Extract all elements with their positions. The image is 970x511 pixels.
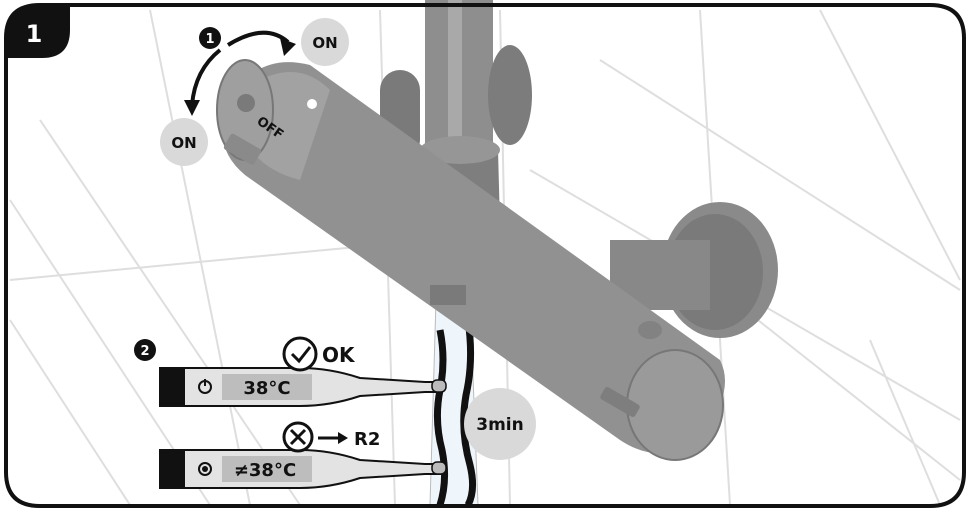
water-stream [429,299,479,507]
step-tab [6,5,70,58]
svg-text:1: 1 [205,32,214,47]
on-label-top: ON [312,34,337,52]
on-badge-left [160,118,208,166]
arrow-right-icon [318,432,348,444]
check-icon [282,336,318,372]
on-label-left: ON [171,134,196,152]
thermometer-ok [159,367,447,407]
duration-badge [464,388,536,460]
on-badge-top [301,18,349,66]
ok-reading: 38°C [243,378,290,399]
svg-text:2: 2 [140,344,149,359]
thermometer-fail [159,449,447,489]
thermostatic-mixer [216,59,725,461]
ok-label: OK [322,343,356,367]
step-number: 1 [26,20,43,48]
rotation-step-marker [199,27,221,49]
reference-label: R2 [354,429,380,450]
thermometer-step-marker [134,339,156,361]
power-icon [198,379,212,394]
rotation-arrows [184,30,296,116]
record-dot-icon [198,462,212,476]
fail-reading: ≠38°C [234,460,296,481]
duration-label: 3min [476,415,523,435]
wall-mount [610,202,778,338]
